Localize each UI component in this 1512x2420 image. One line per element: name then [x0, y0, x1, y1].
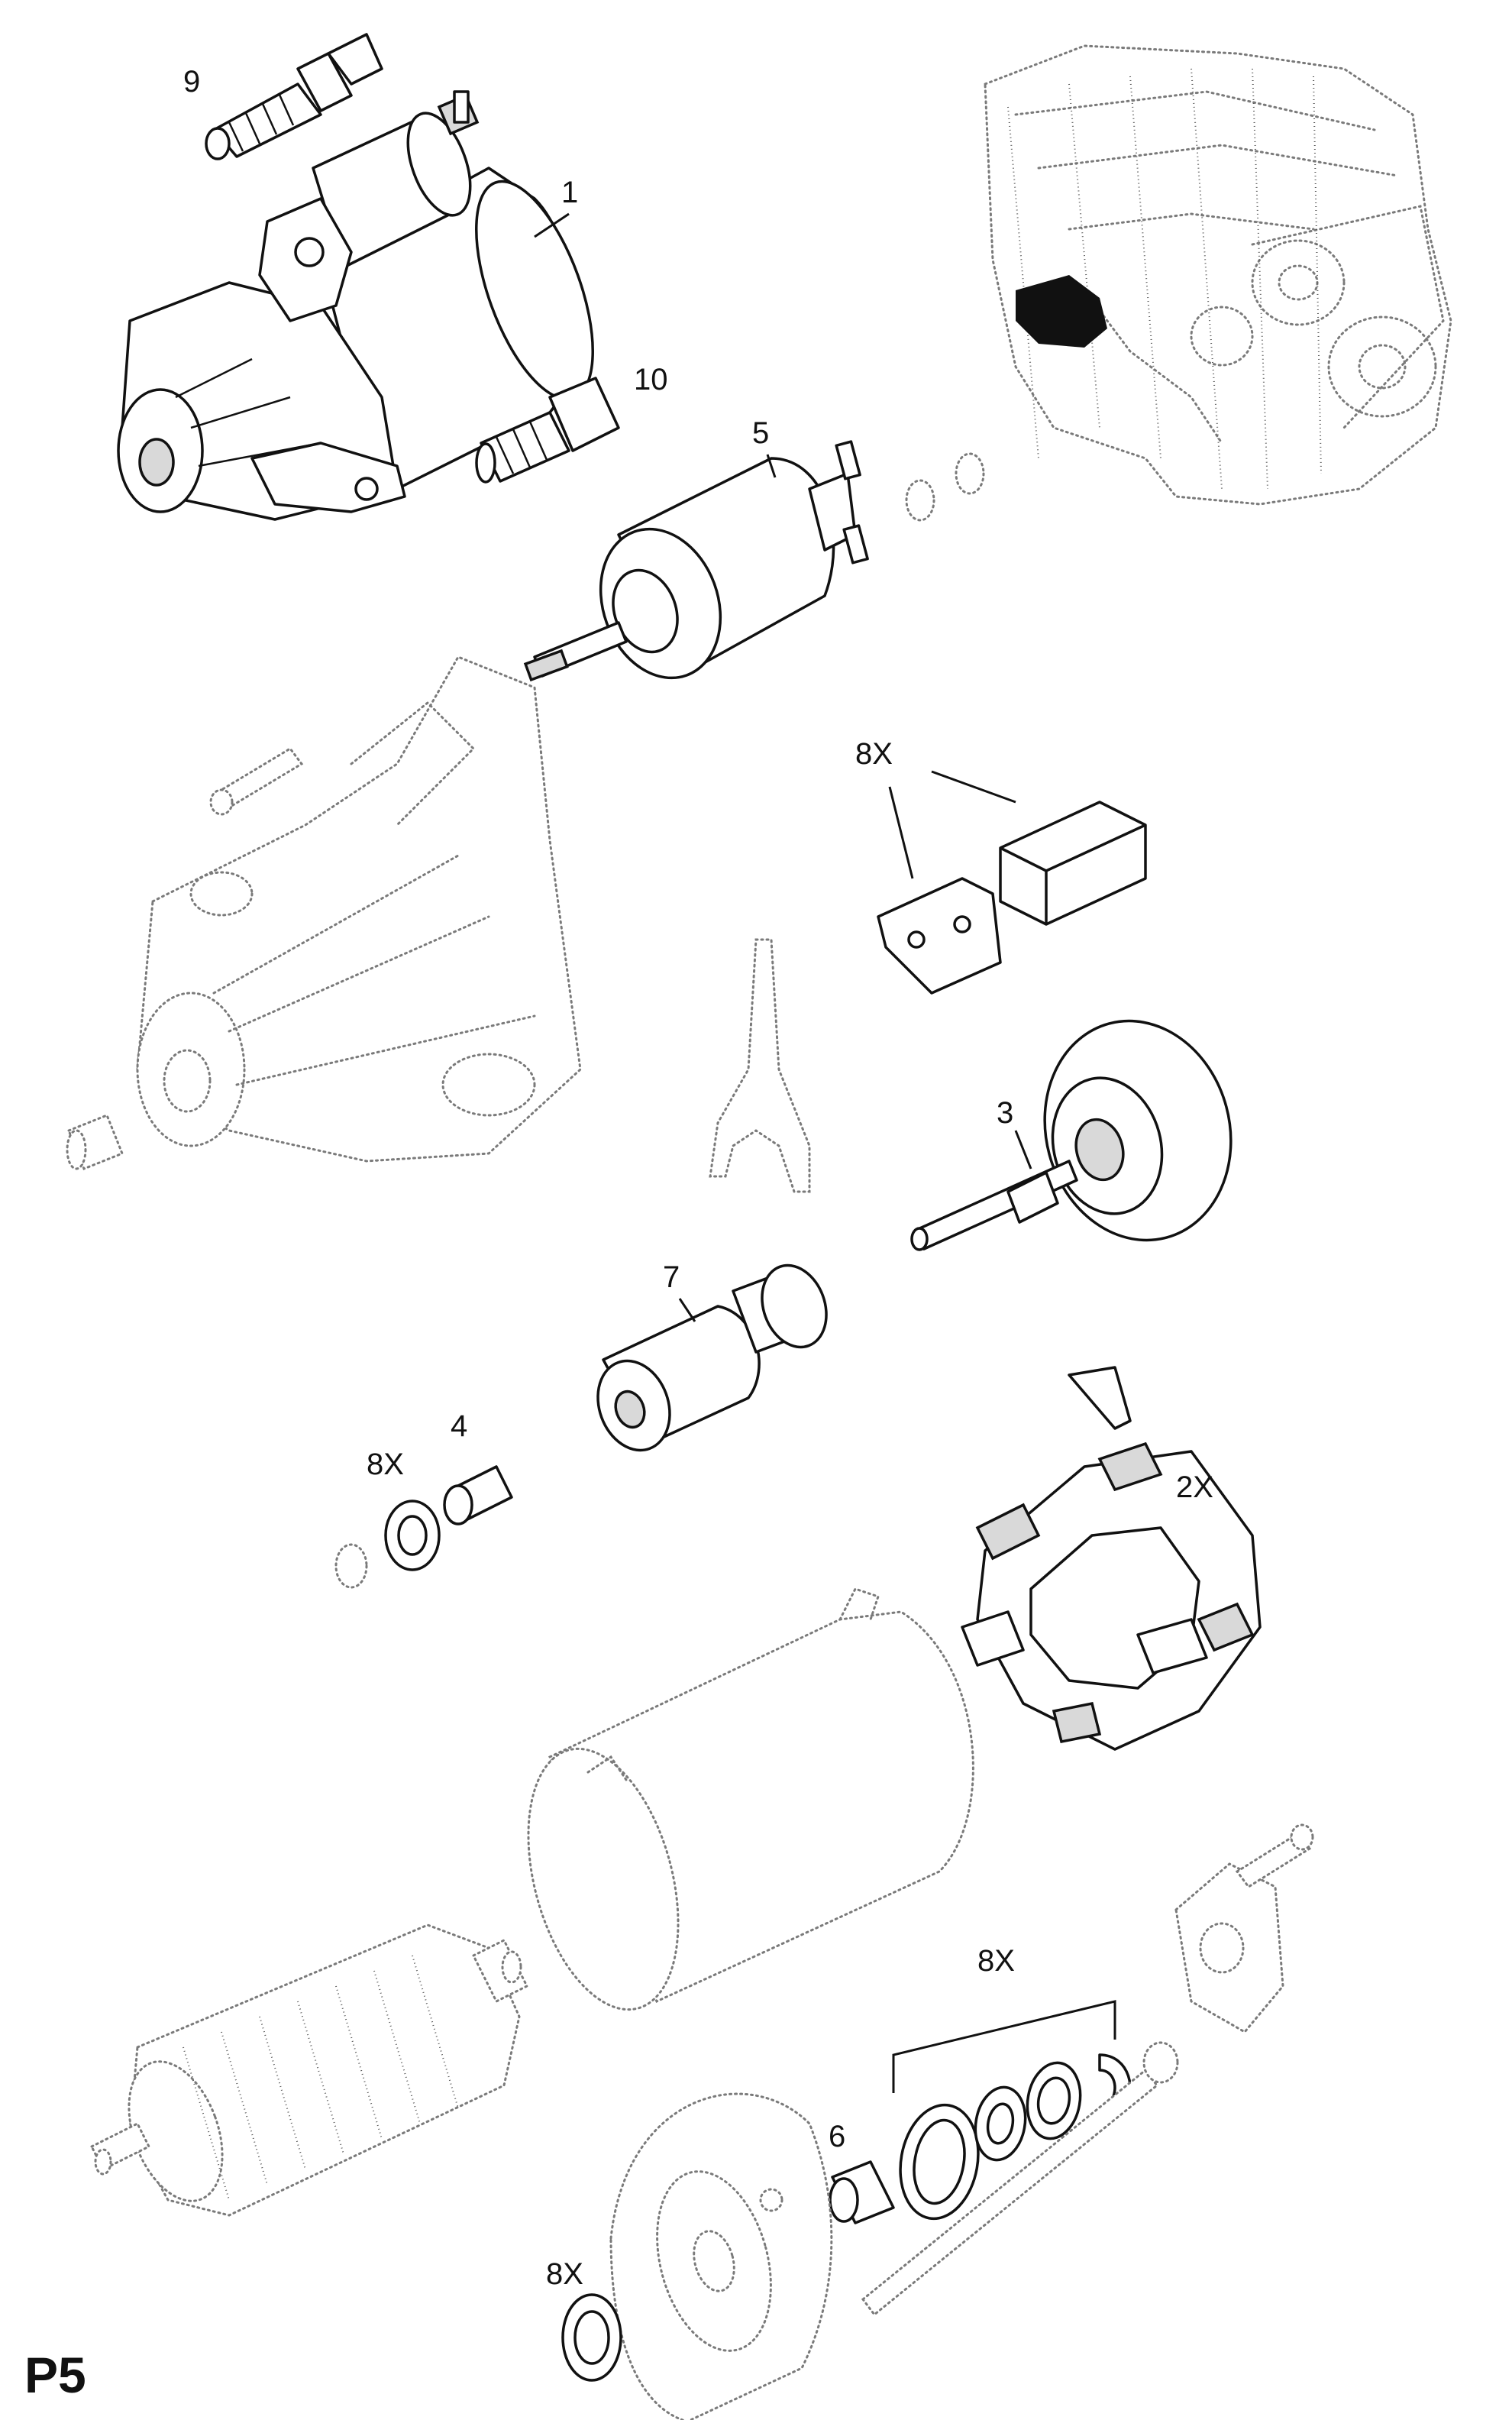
callout-part-8-washers: 8X [977, 1944, 1015, 1978]
callout-part-7: 7 [663, 1260, 680, 1294]
through-bolt [861, 2041, 1179, 2317]
part-8-bushing-set [334, 1500, 441, 1589]
commutator-end-cover [609, 2092, 833, 2420]
part-5-solenoid [523, 440, 869, 682]
callout-part-9: 9 [183, 65, 200, 99]
part-4-bushing [443, 1465, 513, 1525]
part-3-drive-shaft [910, 1019, 1233, 1251]
solenoid-nuts [905, 452, 985, 522]
yoke-field-housing [527, 1587, 974, 2011]
callout-part-3: 3 [997, 1096, 1013, 1130]
callout-part-4: 4 [451, 1409, 467, 1443]
rear-end-plate [1174, 1823, 1314, 2033]
callout-part-5: 5 [752, 416, 769, 450]
callout-part-8-terminals: 8X [855, 737, 893, 771]
part-2-brush-holder [961, 1366, 1262, 1751]
callout-part-10: 10 [634, 363, 668, 396]
shift-fork [709, 938, 811, 1193]
callout-part-6: 6 [829, 2120, 845, 2153]
engine-location-inset [984, 44, 1452, 506]
callout-part-8-seal: 8X [546, 2257, 583, 2291]
part-9-stud-bolt [205, 33, 383, 160]
starter-location-highlight [1016, 275, 1107, 348]
part-8-washer-set [899, 2053, 1132, 2221]
part-10-bolt [475, 377, 620, 484]
drive-end-housing [136, 655, 582, 1163]
page-label: P5 [24, 2347, 86, 2403]
callout-part-8-bushing: 8X [367, 1448, 404, 1481]
drive-end-bushing [66, 1114, 124, 1170]
part-6-bushing [829, 2160, 895, 2224]
armature [89, 1923, 529, 2217]
part-7-pinion-drive [596, 1263, 828, 1452]
part-8-seal-ring [561, 2293, 622, 2382]
callout-part-2: 2X [1176, 1470, 1213, 1504]
part-8-terminal-set [877, 801, 1147, 995]
part-1-starter-motor [117, 90, 594, 521]
callout-part-1: 1 [561, 176, 578, 209]
